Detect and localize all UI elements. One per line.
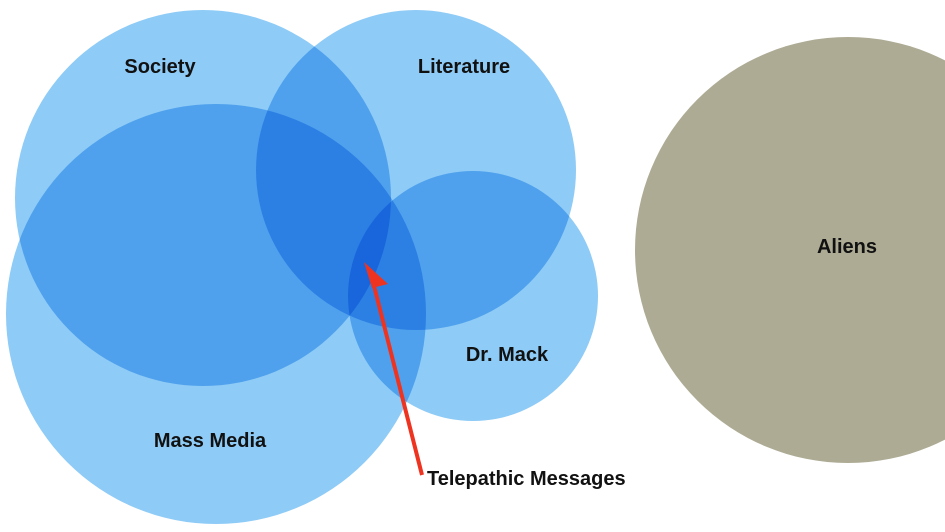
society-label: Society (124, 56, 196, 78)
mass-media-label: Mass Media (154, 430, 267, 452)
dr-mack-label: Dr. Mack (466, 344, 549, 366)
mass-media-circle (6, 104, 426, 524)
telepathic-arrow (368, 269, 424, 476)
literature-label: Literature (418, 56, 510, 78)
telepathic-messages-label: Telepathic Messages (427, 468, 626, 490)
telepathic-arrowhead (364, 262, 388, 288)
aliens-circle (635, 37, 945, 463)
aliens-label: Aliens (817, 236, 877, 258)
